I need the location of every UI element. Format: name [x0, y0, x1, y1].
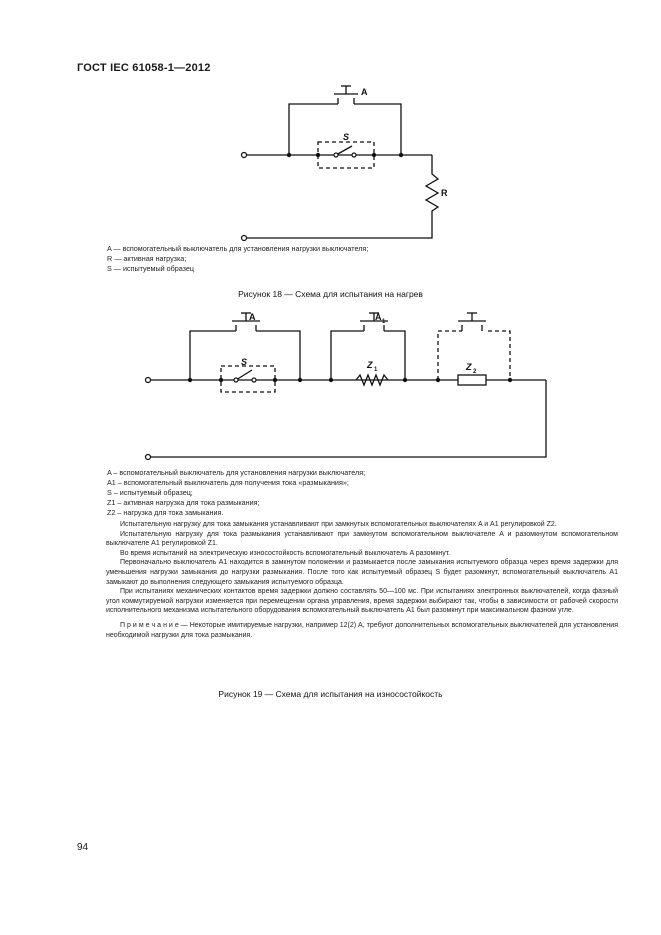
fig19-label-s: S: [241, 357, 247, 367]
fig18-label-a: A: [361, 87, 368, 97]
body-text: Испытательную нагрузку для тока замыкани…: [106, 520, 618, 640]
fig18-label-r: R: [441, 188, 448, 198]
figure-18-circuit: [246, 85, 440, 239]
note: П р и м е ч а н и е — Некоторые имитируе…: [106, 621, 618, 639]
legend-line: S – испытуемый образец;: [107, 488, 193, 497]
fig19-legend: A – вспомогательный выключатель для уста…: [107, 468, 365, 518]
fig18-caption: Рисунок 18 — Схема для испытания на нагр…: [238, 289, 423, 299]
fig19-caption: Рисунок 19 — Схема для испытания на изно…: [218, 689, 443, 699]
paragraph: Во время испытаний на электрическую изно…: [120, 549, 451, 557]
document-header: ГОСТ IEC 61058-1—2012: [77, 62, 211, 74]
figure-19-circuit: [150, 312, 547, 458]
fig19-label-z2: Z: [465, 362, 472, 372]
fig19-label-a: A: [249, 312, 256, 322]
paragraph: Первоначально выключатель A1 находится в…: [106, 559, 618, 586]
fig19-label-a1-sub: 1: [382, 319, 386, 325]
legend-line: A – вспомогательный выключатель для уста…: [107, 468, 366, 477]
legend-line: A1 – вспомогательный выключатель для пол…: [107, 478, 349, 487]
paragraph: При испытаниях механических контактов вр…: [106, 588, 618, 615]
legend-line: Z2 – нагрузка для тока замыкания.: [107, 508, 224, 517]
legend-line: S — испытуемый образец: [107, 264, 195, 273]
page-number: 94: [77, 842, 89, 853]
legend-line: R — активная нагрузка;: [107, 254, 187, 263]
fig19-label-z2-sub: 2: [473, 369, 477, 375]
paragraph: Испытательную нагрузку для тока размыкан…: [106, 530, 618, 548]
legend-line: A — вспомогательный выключатель для уста…: [107, 244, 369, 253]
paragraph: Испытательную нагрузку для тока замыкани…: [120, 521, 557, 528]
fig19-label-a1: A: [375, 312, 382, 322]
fig19-label-z1-sub: 1: [374, 367, 378, 373]
legend-line: Z1 – активная нагрузка для тока размыкан…: [107, 498, 260, 507]
fig18-label-s: S: [343, 132, 349, 142]
fig18-legend: A — вспомогательный выключатель для уста…: [107, 244, 368, 274]
fig19-label-z1: Z: [366, 360, 373, 370]
